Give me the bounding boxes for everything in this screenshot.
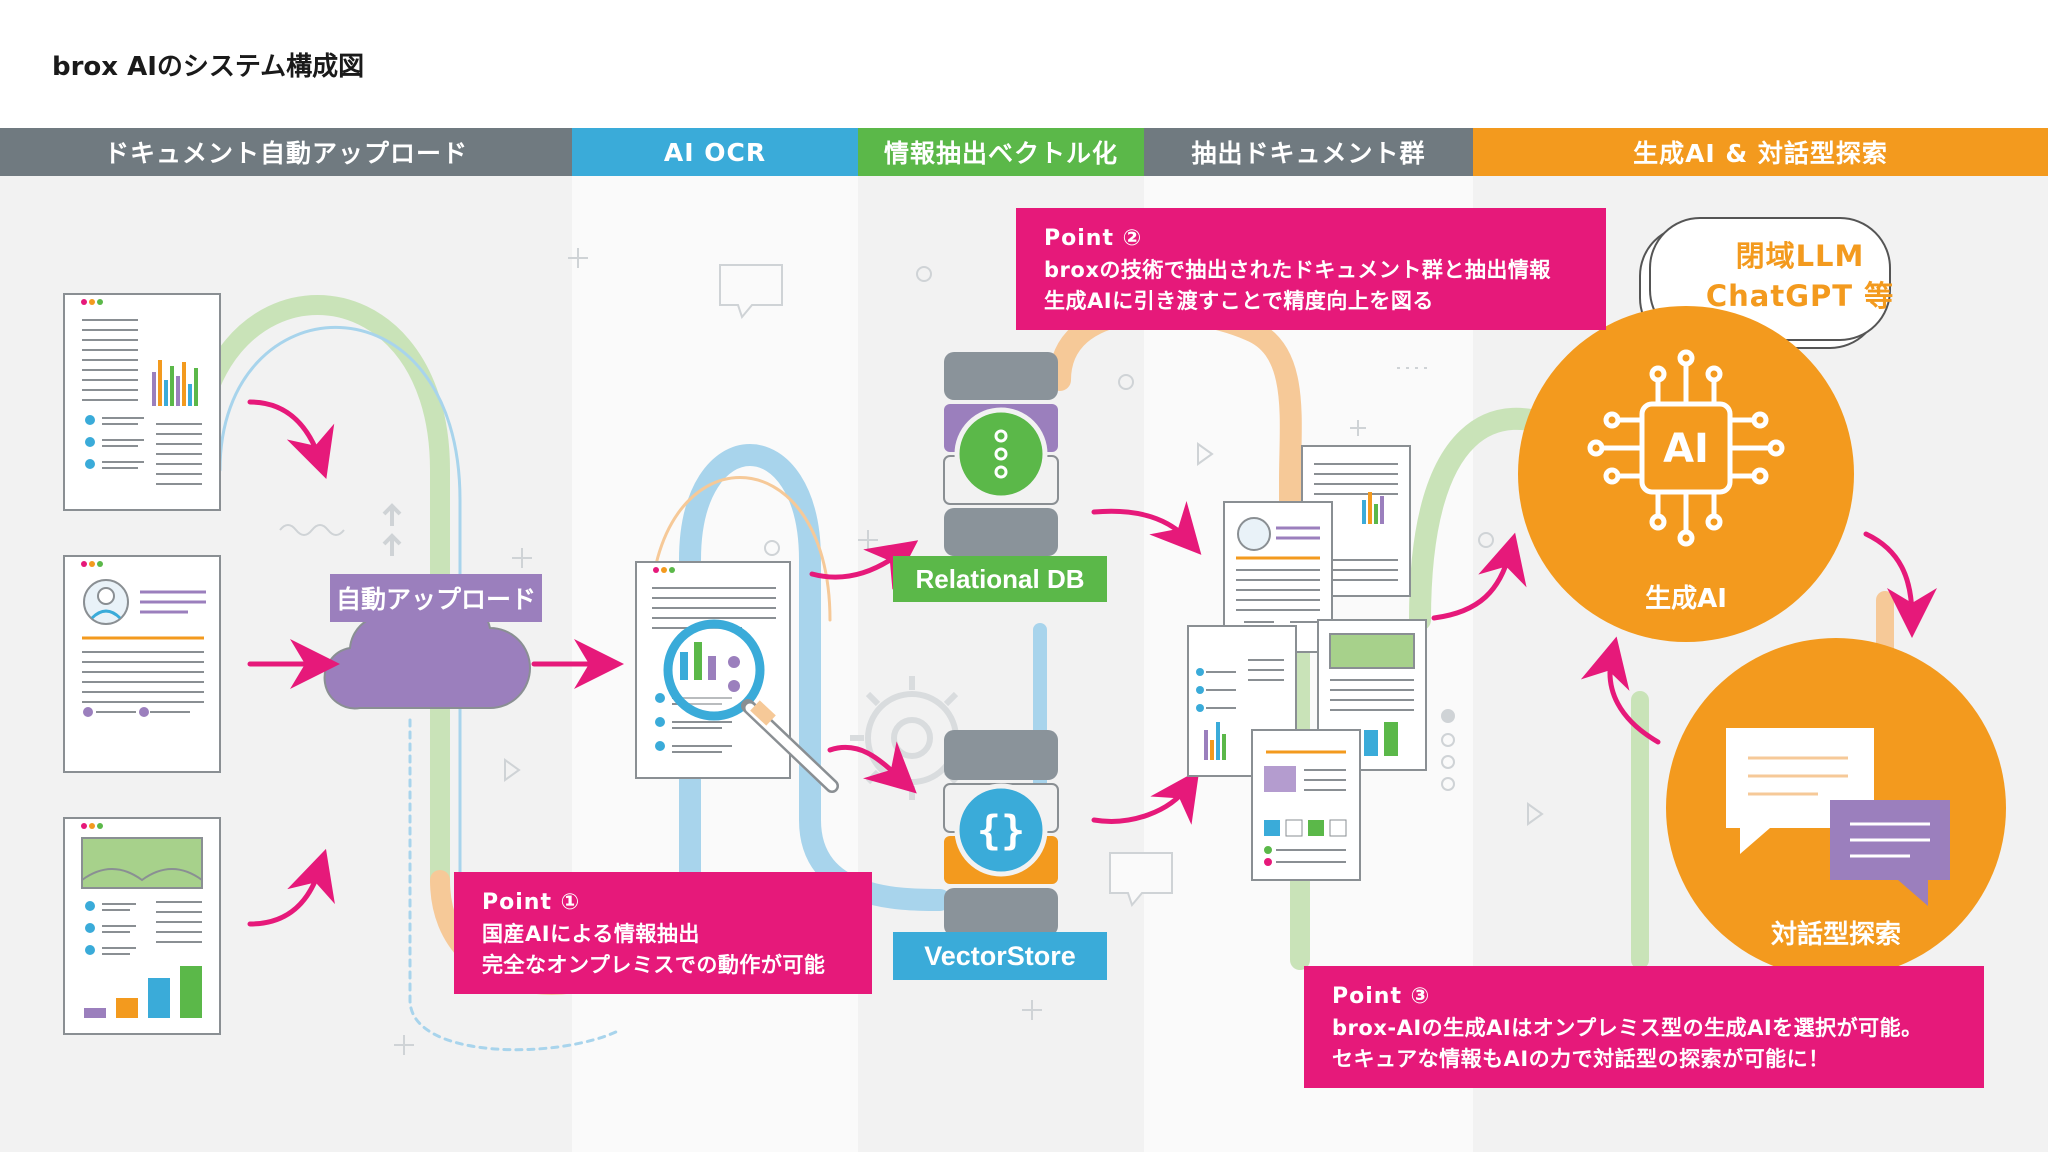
ai-chip-icon xyxy=(1587,349,1785,547)
relational-db-icon xyxy=(943,352,1059,556)
point-2-box: Point ② broxの技術で抽出されたドキュメント群と抽出情報 生成AIに引… xyxy=(1016,208,1606,330)
llm-bubble-text: 閉域LLM ChatGPT 等 xyxy=(1700,236,1900,316)
vector-store-label: VectorStore xyxy=(893,932,1107,980)
page-title: brox AIのシステム構成図 xyxy=(52,52,365,82)
point-2-line-2: 生成AIに引き渡すことで精度向上を図る xyxy=(1044,289,1434,313)
chat-icon-decor xyxy=(719,264,1173,908)
point-2-line-1: broxの技術で抽出されたドキュメント群と抽出情報 xyxy=(1044,258,1551,282)
point-3-title: Point ③ xyxy=(1332,984,1431,1009)
document-left-1 xyxy=(63,293,221,511)
upload-arrows-decor xyxy=(382,503,402,556)
point-2-title: Point ② xyxy=(1044,226,1143,251)
llm-bubble-line-1: 閉域LLM xyxy=(1735,239,1865,273)
document-left-3 xyxy=(63,817,221,1035)
dots-decor xyxy=(1441,709,1455,791)
svg-text:{}: {} xyxy=(977,808,1025,854)
relational-db-label: Relational DB xyxy=(893,556,1107,602)
point-1-line-2: 完全なオンプレミスでの動作が可能 xyxy=(482,953,826,977)
point-1-line-1: 国産AIによる情報抽出 xyxy=(482,922,700,946)
point-1-box: Point ① 国産AIによる情報抽出 完全なオンプレミスでの動作が可能 xyxy=(454,872,872,994)
point-1-title: Point ① xyxy=(482,890,581,915)
extracted-documents-stack xyxy=(1187,445,1427,881)
llm-bubble-line-2: ChatGPT 等 xyxy=(1705,279,1895,313)
ocr-document xyxy=(635,561,839,793)
column-bg-vector xyxy=(858,176,1144,1152)
ai-chip-text: AI xyxy=(1663,426,1709,472)
auto-upload-label: 自動アップロード xyxy=(330,574,542,622)
header-vectorize: 情報抽出ベクトル化 xyxy=(858,128,1144,176)
vector-store-icon: {} xyxy=(943,730,1059,936)
header-extracted-docs: 抽出ドキュメント群 xyxy=(1144,128,1473,176)
chat-bubbles-icon xyxy=(1726,728,1950,906)
header-upload: ドキュメント自動アップロード xyxy=(0,128,572,176)
document-left-2 xyxy=(63,555,221,773)
point-3-line-2: セキュアな情報もAIの力で対話型の探索が可能に！ xyxy=(1332,1047,1830,1071)
gen-ai-label: 生成AI xyxy=(1645,584,1727,614)
header-ai-ocr: AI OCR xyxy=(572,128,858,176)
dialog-search-label: 対話型探索 xyxy=(1770,920,1901,950)
point-3-line-1: brox-AIの生成AIはオンプレミス型の生成AIを選択が可能。 xyxy=(1332,1016,1923,1040)
header-genai: 生成AI & 対話型探索 xyxy=(1473,128,2048,176)
point-3-box: Point ③ brox-AIの生成AIはオンプレミス型の生成AIを選択が可能。… xyxy=(1304,966,1984,1088)
